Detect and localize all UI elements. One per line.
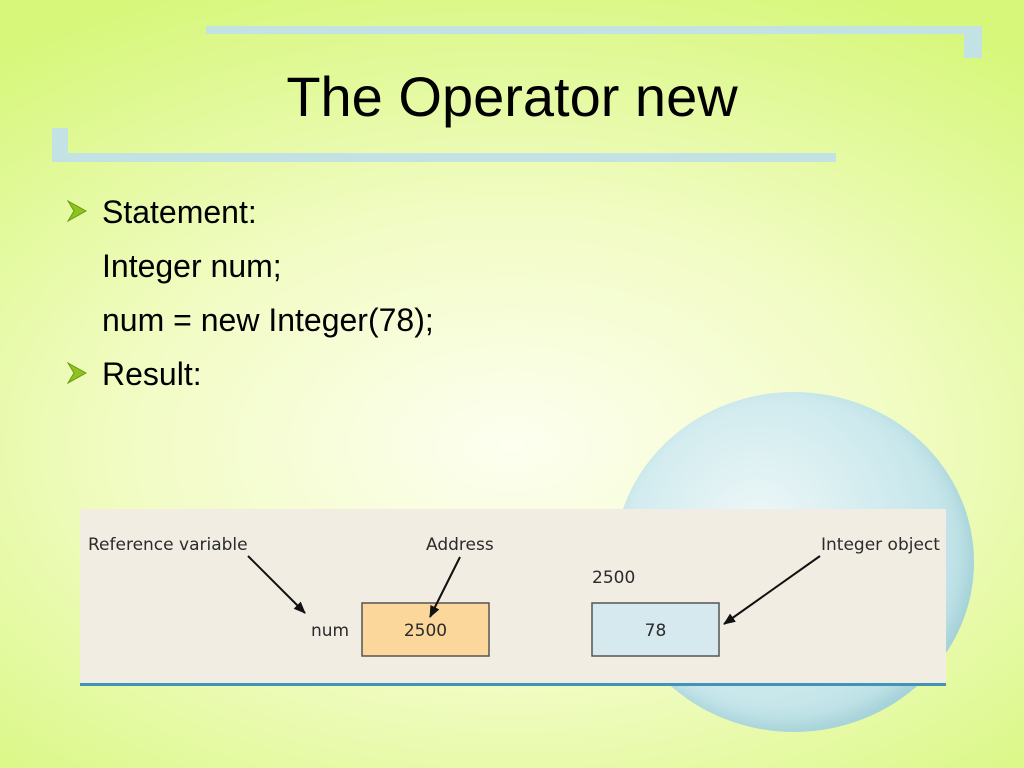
- top-accent-bar-end: [964, 26, 982, 58]
- code-text: num = new Integer(78);: [102, 302, 434, 338]
- slide-title: The Operator new: [286, 65, 738, 128]
- object-pointer-arrow: [723, 555, 821, 625]
- bottom-accent-bar: [52, 153, 836, 162]
- integer-object-label: Integer object: [821, 535, 940, 555]
- object-value: 78: [645, 621, 667, 641]
- bullet-item-result: Result:: [66, 352, 434, 406]
- bullet-text: Result:: [102, 356, 202, 392]
- address-label: Address: [426, 535, 494, 555]
- bullet-list: Statement: Integer num; num = new Intege…: [66, 190, 434, 406]
- bottom-accent-bar-end: [52, 128, 68, 162]
- address-pointer-arrow: [429, 556, 461, 618]
- reference-variable-box: [361, 602, 490, 657]
- variable-name-label: num: [311, 621, 349, 641]
- integer-object-box: [591, 602, 720, 657]
- reference-pointer-arrow: [247, 555, 306, 614]
- bullet-text: Statement:: [102, 194, 257, 230]
- reference-variable-label: Reference variable: [88, 535, 248, 555]
- bullet-item-statement: Statement:: [66, 190, 434, 244]
- arrowhead-bullet-icon: [66, 361, 88, 385]
- memory-diagram-panel: Reference variable Address Integer objec…: [80, 509, 946, 686]
- code-line-assignment: num = new Integer(78);: [66, 298, 434, 352]
- code-line-declaration: Integer num;: [66, 244, 434, 298]
- code-text: Integer num;: [102, 248, 282, 284]
- memory-diagram: Reference variable Address Integer objec…: [88, 535, 940, 657]
- arrowhead-bullet-icon: [66, 199, 88, 223]
- reference-value: 2500: [404, 621, 447, 641]
- top-accent-bar: [206, 26, 982, 34]
- object-address-label: 2500: [592, 568, 635, 588]
